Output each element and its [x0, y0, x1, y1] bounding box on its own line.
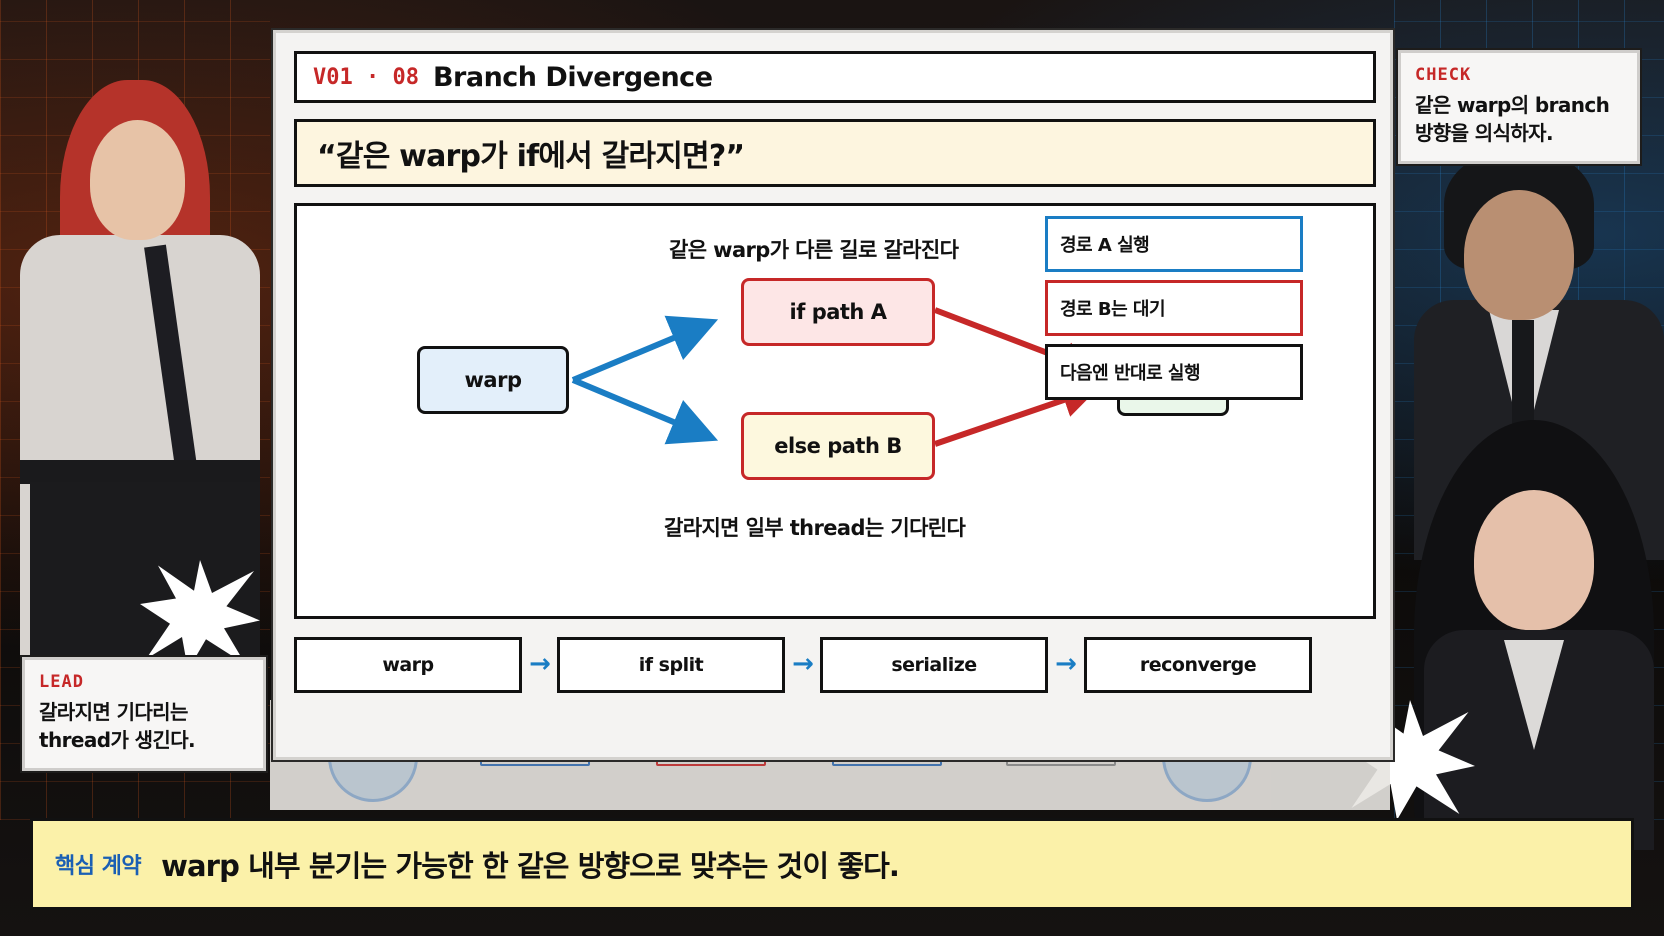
check-text-line: 같은 warp의 branch — [1415, 93, 1610, 117]
key-contract-banner: 핵심 계약 warp 내부 분기는 가능한 한 같은 방향으로 맞추는 것이 좋… — [30, 818, 1634, 910]
lead-text: 갈라지면 기다리는 thread가 생긴다. — [39, 698, 249, 754]
path-a-node: if path A — [741, 278, 935, 346]
process-flow: warp → if split → serialize → reconverge — [294, 637, 1376, 693]
check-tag: CHECK — [1415, 65, 1472, 85]
legend-path-b: 경로 B는 대기 — [1045, 280, 1303, 336]
check-text-line: 방향을 의식하자. — [1415, 121, 1554, 145]
arrow-right-icon: → — [792, 649, 814, 679]
slide-title: Branch Divergence — [432, 61, 713, 93]
slide-code: V01 · 08 — [313, 64, 419, 90]
arrow-right-icon: → — [529, 649, 551, 679]
banner-label: 핵심 계약 — [55, 854, 142, 879]
flow-step-serialize: serialize — [820, 637, 1048, 693]
legend-reverse: 다음엔 반대로 실행 — [1045, 344, 1303, 400]
arrow-to-path-b — [571, 377, 719, 445]
flow-step-warp: warp — [294, 637, 522, 693]
banner-text: warp 내부 분기는 가능한 한 같은 방향으로 맞추는 것이 좋다. — [161, 849, 900, 883]
question-text: “같은 warp가 if에서 갈라지면?” — [317, 139, 745, 174]
lead-card: LEAD 갈라지면 기다리는 thread가 생긴다. — [22, 657, 266, 771]
divergence-diagram: 같은 warp가 다른 길로 갈라진다 warp if path A else … — [294, 203, 1376, 619]
arrow-right-icon: → — [1055, 649, 1077, 679]
flow-step-if-split: if split — [557, 637, 785, 693]
left-character-illustration — [0, 70, 270, 685]
lead-tag: LEAD — [39, 672, 84, 692]
question-bar: “같은 warp가 if에서 갈라지면?” — [294, 119, 1376, 187]
character-head — [1474, 490, 1594, 630]
flow-step-reconverge: reconverge — [1084, 637, 1312, 693]
check-text: 같은 warp의 branch 방향을 의식하자. — [1415, 91, 1623, 147]
slide-title-bar: V01 · 08 Branch Divergence — [294, 51, 1376, 103]
check-card: CHECK 같은 warp의 branch 방향을 의식하자. — [1398, 50, 1640, 164]
path-b-node: else path B — [741, 412, 935, 480]
slide-panel: V01 · 08 Branch Divergence “같은 warp가 if에… — [273, 30, 1393, 760]
character-skirt — [30, 482, 260, 682]
lead-text-line: 갈라지면 기다리는 — [39, 700, 188, 724]
right-bottom-character-illustration — [1394, 420, 1664, 850]
warp-node: warp — [417, 346, 569, 414]
arrow-to-path-a — [571, 315, 719, 383]
arrow-b-to-merge — [934, 382, 1099, 447]
character-head — [1464, 190, 1574, 320]
diagram-caption-top: 같은 warp가 다른 길로 갈라진다 — [669, 238, 959, 262]
character-head — [90, 120, 185, 240]
diagram-caption-bottom: 갈라지면 일부 thread는 기다린다 — [664, 516, 966, 540]
legend-path-a: 경로 A 실행 — [1045, 216, 1303, 272]
lead-text-line: thread가 생긴다. — [39, 728, 196, 752]
character-belt — [20, 460, 260, 484]
